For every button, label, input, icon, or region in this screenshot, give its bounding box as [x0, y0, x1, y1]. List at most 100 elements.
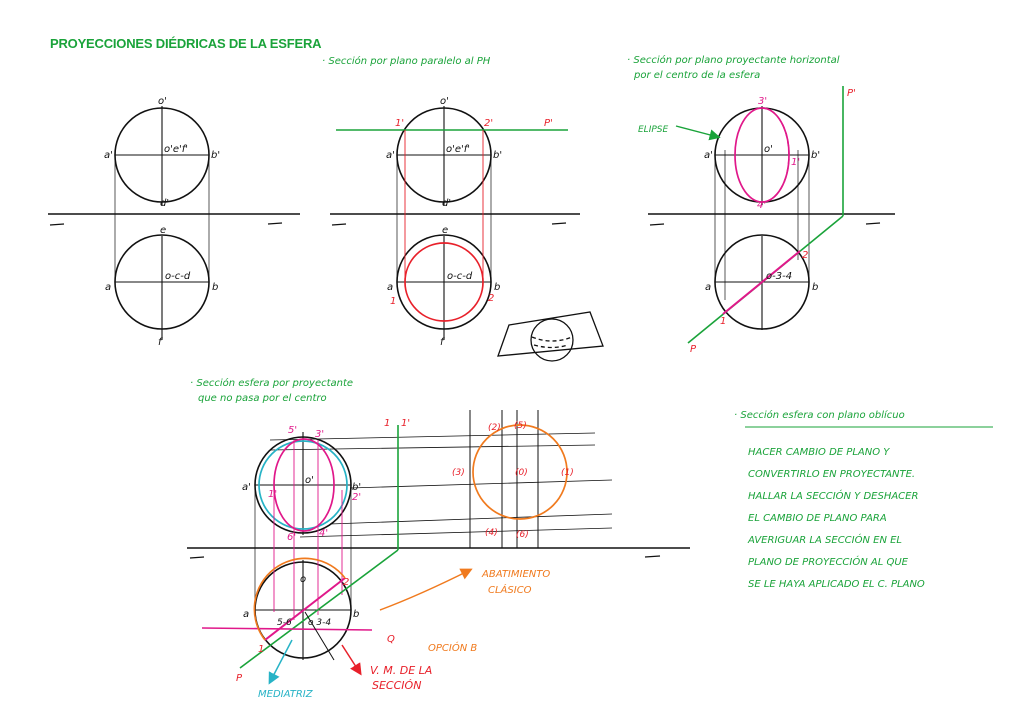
svg-text:AVERIGUAR LA SECCIÓN EN EL: AVERIGUAR LA SECCIÓN EN EL	[747, 533, 902, 546]
svg-text:a': a'	[386, 150, 395, 161]
section-ellipse-v	[273, 438, 335, 532]
svg-text:o'e'f': o'e'f'	[446, 144, 470, 155]
svg-text:3': 3'	[315, 429, 324, 440]
svg-text:a': a'	[704, 150, 713, 161]
svg-text:SECCIÓN: SECCIÓN	[372, 679, 421, 692]
svg-text:(1): (1)	[561, 468, 574, 478]
svg-text:(5): (5)	[514, 421, 527, 431]
svg-text:1: 1	[384, 418, 390, 429]
svg-text:1: 1	[390, 296, 396, 307]
page-title: PROYECCIONES DIÉDRICAS DE LA ESFERA	[50, 36, 322, 51]
svg-text:SE LE HAYA APLICADO EL C. PLAN: SE LE HAYA APLICADO EL C. PLANO	[748, 579, 925, 590]
panel-3-heading-2: por el centro de la esfera	[633, 70, 760, 81]
svg-text:CLÁSICO: CLÁSICO	[488, 583, 532, 596]
option-b-circle	[253, 557, 346, 641]
label-a: a	[105, 282, 111, 293]
svg-text:2: 2	[488, 293, 494, 304]
abatimiento-arrow	[379, 568, 473, 611]
svg-text:V. M. DE LA: V. M. DE LA	[370, 664, 432, 677]
label-o-prime: o'	[158, 96, 167, 107]
svg-text:2': 2'	[352, 492, 361, 503]
svg-text:a: a	[387, 282, 393, 293]
panel-1-labels: o' o'e'f' a' b' d' e o-c-d a b f	[104, 96, 220, 348]
label-b: b	[212, 282, 218, 293]
label-e: e	[160, 225, 166, 236]
svg-text:o-c-d: o-c-d	[447, 271, 473, 282]
section-circle	[404, 242, 484, 322]
svg-text:HACER CAMBIO DE PLANO Y: HACER CAMBIO DE PLANO Y	[748, 447, 890, 458]
label-b-prime: b'	[211, 150, 220, 161]
panel-2-labels: o' o'e'f' a' b' d' e o-c-d a b f 1' 2' P…	[386, 96, 553, 348]
section-segment-h	[264, 577, 346, 641]
svg-text:OPCIÓN B: OPCIÓN B	[428, 641, 477, 654]
ground-line-mark-left	[49, 223, 65, 226]
sphere-plane-sketch	[497, 311, 604, 362]
panel-2-heading: · Sección por plano paralelo al PH	[322, 55, 491, 67]
svg-text:b: b	[494, 282, 500, 293]
svg-text:1: 1	[258, 644, 264, 655]
svg-text:P': P'	[544, 118, 553, 129]
label-d-prime: d'	[160, 198, 169, 209]
svg-text:1': 1'	[268, 489, 277, 500]
panel-3-vertical-plane-section	[648, 106, 895, 330]
abatimiento-labels: (2) (5) (3) (0) (1) (4) (6)	[452, 421, 574, 540]
svg-text:o-3-4: o-3-4	[766, 271, 792, 282]
section-ellipse-hidden	[761, 107, 790, 203]
abatimiento-circle	[472, 424, 568, 520]
panel-4-labels: 5' 3' o' a' b' 1' 2' 6' 4' 1 1' o a b 5-…	[236, 418, 550, 700]
svg-text:Q: Q	[387, 634, 395, 645]
svg-text:f: f	[440, 337, 445, 348]
svg-text:e: e	[442, 225, 448, 236]
ground-line-mark-right	[267, 222, 283, 225]
svg-text:1': 1'	[395, 118, 404, 129]
svg-text:HALLAR LA SECCIÓN Y DESHACER: HALLAR LA SECCIÓN Y DESHACER	[748, 489, 918, 502]
svg-text:o': o'	[764, 144, 773, 155]
panel-4-offset-section	[187, 432, 690, 660]
plane-p-horizontal-trace	[239, 549, 399, 669]
svg-text:(4): (4)	[485, 528, 498, 538]
elipse-arrow	[675, 125, 721, 141]
svg-text:5': 5'	[288, 425, 297, 436]
svg-text:1: 1	[720, 316, 726, 327]
panel-1-basic-projections	[48, 106, 300, 340]
svg-text:d': d'	[442, 198, 451, 209]
panel-2-parallel-section	[330, 106, 580, 340]
svg-text:MEDIATRIZ: MEDIATRIZ	[258, 689, 314, 700]
label-a-prime: a'	[104, 150, 113, 161]
svg-text:(6): (6)	[516, 530, 529, 540]
svg-text:2': 2'	[484, 118, 493, 129]
label-f: f	[158, 337, 163, 348]
svg-text:a: a	[705, 282, 711, 293]
abatimiento-construction	[469, 410, 539, 548]
panel-3-labels: ELIPSE 3' o' a' b' 1' 4' P' o-3-4 a b 1 …	[638, 88, 856, 355]
mediatriz-arrow	[268, 639, 293, 685]
panel-3-heading-1: · Sección por plano proyectante horizont…	[627, 54, 840, 66]
svg-text:P: P	[690, 344, 697, 355]
svg-text:b': b'	[352, 482, 361, 493]
panel-4-heading-2: que no pasa por el centro	[198, 393, 327, 404]
svg-text:(0): (0)	[515, 468, 528, 478]
svg-text:2: 2	[343, 577, 349, 588]
svg-text:1': 1'	[791, 157, 800, 168]
svg-text:b: b	[812, 282, 818, 293]
plane-q-trace	[201, 627, 373, 631]
section-segment-h	[722, 250, 801, 315]
svg-text:5-6: 5-6	[277, 618, 292, 628]
svg-text:P: P	[236, 673, 243, 684]
svg-text:o: o	[300, 574, 306, 585]
oblique-heading: · Sección esfera con plano oblícuo	[734, 409, 905, 421]
svg-text:CONVERTIRLO EN PROYECTANTE.: CONVERTIRLO EN PROYECTANTE.	[748, 469, 915, 480]
oblique-note-text: HACER CAMBIO DE PLANO Y CONVERTIRLO EN P…	[747, 447, 925, 590]
section-projectors-magenta	[273, 440, 343, 620]
svg-text:3': 3'	[758, 96, 767, 107]
mediatriz-line	[304, 611, 335, 661]
svg-text:a: a	[243, 609, 249, 620]
svg-text:EL CAMBIO DE PLANO PARA: EL CAMBIO DE PLANO PARA	[748, 513, 887, 524]
svg-text:6': 6'	[287, 532, 296, 543]
svg-text:(2): (2)	[488, 423, 501, 433]
svg-text:1': 1'	[401, 418, 410, 429]
svg-text:ELIPSE: ELIPSE	[638, 125, 668, 135]
panel-4-heading-1: · Sección esfera por proyectante	[190, 377, 353, 389]
svg-text:b': b'	[493, 150, 502, 161]
